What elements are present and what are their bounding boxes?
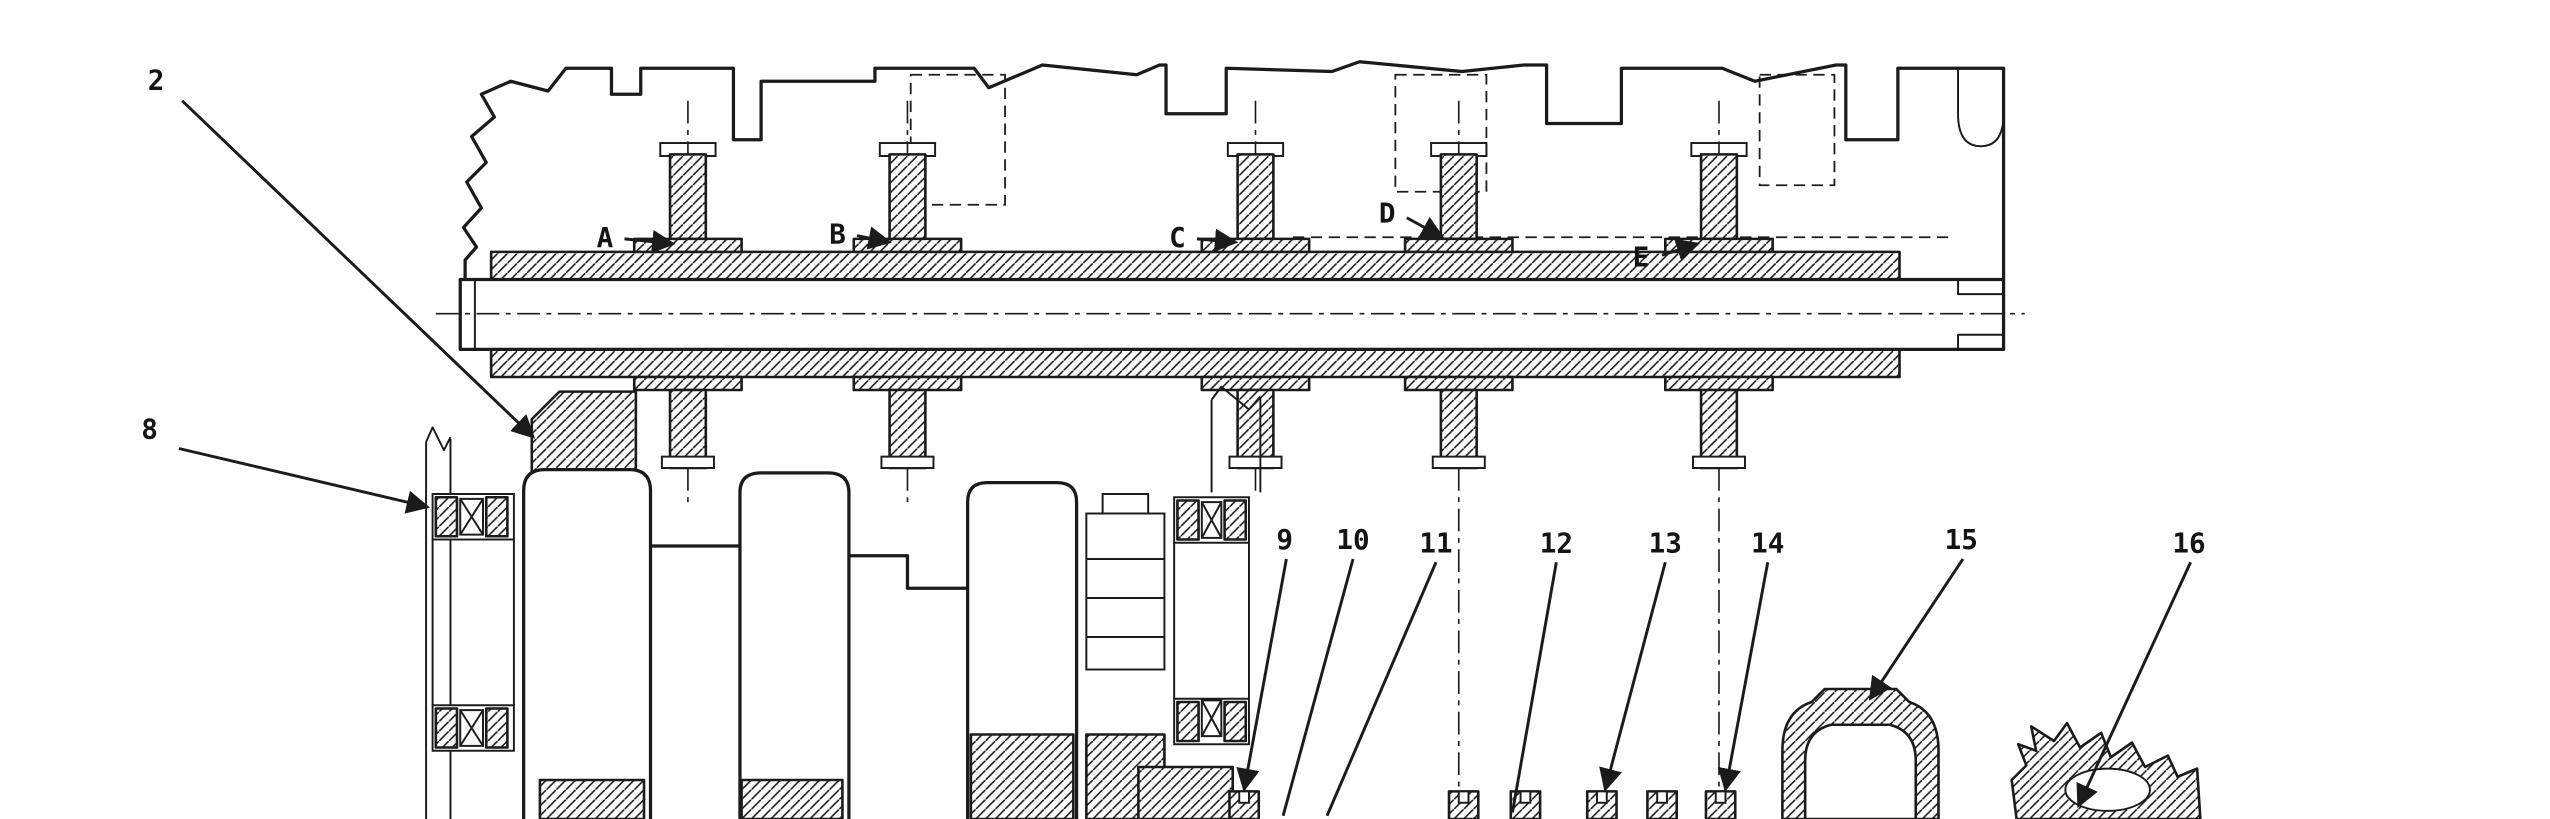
crankshaft-gear — [530, 390, 638, 475]
leader-line-B — [856, 226, 892, 250]
cylinder-block-section — [461, 60, 2006, 470]
section-cut-2 — [740, 778, 844, 819]
leader-line-11 — [1325, 561, 1438, 817]
callout-label-16: 16 — [2172, 527, 2205, 560]
labels: 2 8 9 10 11 12 13 14 15 16 A B C D E — [141, 63, 2205, 559]
leader-line-12 — [1510, 561, 1558, 813]
counterweight-1 — [522, 468, 653, 819]
bearing-web-B — [852, 142, 963, 470]
leader-lines — [178, 99, 2192, 817]
journal-label-C: C — [1169, 221, 1186, 254]
plug — [1585, 790, 1618, 819]
leader-line-C — [1196, 228, 1239, 253]
block-corner-slot — [1957, 68, 2005, 148]
leader-line-14 — [1717, 561, 1770, 793]
bore-hidden-line-1 — [909, 73, 1006, 206]
leader-line-8 — [178, 447, 430, 514]
callout-label-12: 12 — [1540, 527, 1573, 560]
leader-line-10 — [1281, 558, 1355, 817]
bearing-cup — [1781, 687, 1940, 819]
callout-label-9: 9 — [1276, 523, 1293, 556]
callout-label-11: 11 — [1419, 527, 1452, 560]
journal-label-E: E — [1633, 241, 1650, 274]
right-stub-break — [1210, 385, 1262, 411]
leader-line-A — [624, 230, 676, 254]
right-stub-shaft — [1210, 396, 1262, 493]
plug — [1646, 790, 1678, 819]
block-outline — [461, 60, 2006, 280]
callout-label-14: 14 — [1751, 527, 1784, 560]
journal-label-B: B — [829, 218, 846, 251]
camshaft — [435, 100, 2025, 790]
leader-line-9 — [1236, 558, 1288, 793]
callout-label-15: 15 — [1945, 523, 1978, 556]
bearing-web-A — [632, 142, 743, 470]
bearing-web-D — [1403, 142, 1514, 470]
bore-hidden-line-3 — [1758, 73, 1836, 187]
journal-label-A: A — [597, 221, 614, 254]
leader-line-2 — [181, 99, 536, 439]
roller-bearing-right — [1173, 496, 1250, 746]
leader-line-15 — [1868, 558, 1965, 701]
leader-line-D — [1406, 216, 1445, 239]
callout-label-10: 10 — [1336, 523, 1369, 556]
journal-2-step — [848, 554, 968, 590]
journal-label-D: D — [1379, 197, 1396, 230]
casting-fragment — [2010, 721, 2202, 819]
bearing-plugs — [1228, 790, 1737, 819]
section-cut-1 — [538, 778, 646, 819]
roller-bearing-left — [431, 493, 515, 752]
plug — [1228, 790, 1261, 819]
leader-line-16 — [2076, 561, 2192, 809]
crankshaft-assembly — [425, 385, 1262, 819]
lower-bore-rail — [489, 348, 1901, 379]
leader-line-13 — [1599, 561, 1667, 793]
bearing-web-C — [1200, 142, 1311, 470]
left-stub-break — [425, 426, 452, 452]
callout-label-2: 2 — [148, 63, 165, 96]
leader-line-E — [1661, 238, 1701, 262]
center-journal-section-cut — [969, 733, 1075, 819]
upper-bore-rail — [489, 250, 1901, 281]
callout-label-13: 13 — [1649, 527, 1682, 560]
plug — [1447, 790, 1480, 819]
section-cut-3 — [1137, 765, 1235, 819]
counterweight-2 — [738, 471, 851, 819]
plug — [1704, 790, 1737, 819]
callout-label-8: 8 — [141, 413, 158, 446]
camshaft-right-end-step — [1957, 279, 2004, 350]
